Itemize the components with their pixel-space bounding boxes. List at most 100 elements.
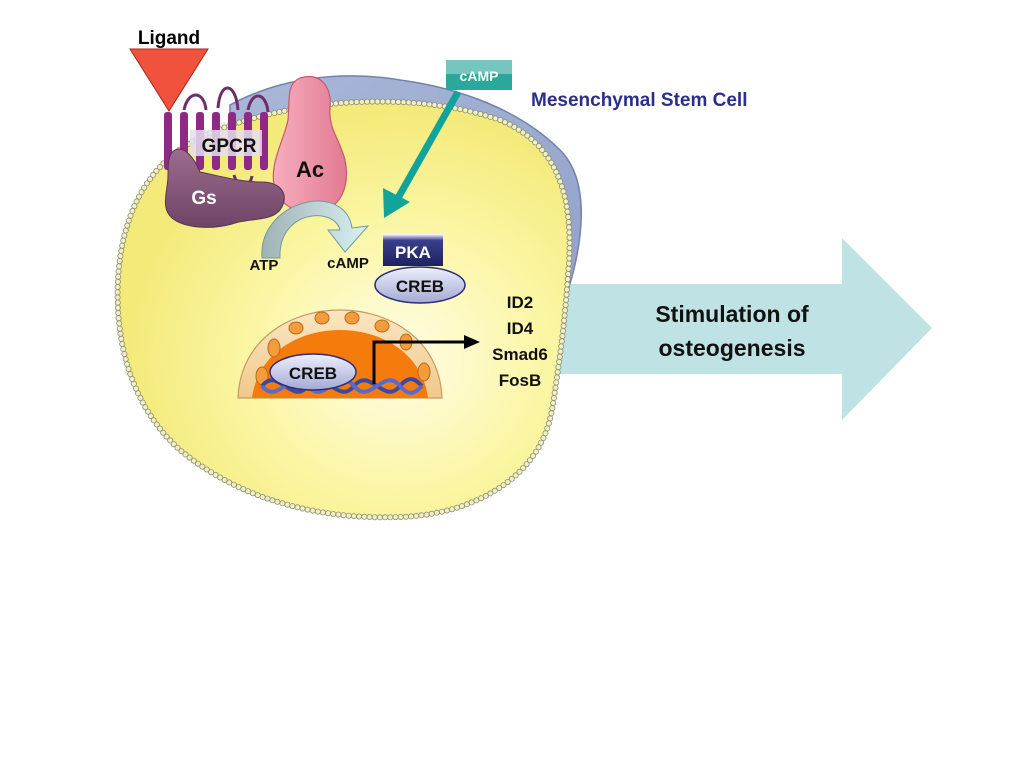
membrane-bead	[361, 513, 368, 520]
membrane-bead	[410, 99, 417, 106]
membrane-bead	[532, 448, 539, 455]
membrane-bead	[114, 294, 121, 301]
membrane-bead	[564, 281, 571, 288]
membrane-bead	[182, 451, 189, 458]
membrane-bead	[512, 472, 519, 479]
membrane-bead	[554, 374, 561, 381]
membrane-bead	[150, 417, 157, 424]
membrane-bead	[369, 98, 376, 105]
membrane-bead	[186, 454, 193, 461]
membrane-bead	[271, 110, 278, 117]
membrane-bead	[114, 283, 121, 290]
membrane-bead	[137, 394, 144, 401]
membrane-bead	[523, 461, 530, 468]
membrane-bead	[477, 111, 484, 118]
membrane-bead	[115, 268, 122, 275]
external-camp-label: cAMP	[460, 68, 499, 84]
membrane-bead	[116, 325, 123, 332]
membrane-bead	[397, 514, 404, 521]
cell-title: Mesenchymal Stem Cell	[531, 90, 747, 111]
ligand-label: Ligand	[138, 28, 200, 49]
membrane-bead	[547, 415, 554, 422]
membrane-bead	[560, 322, 567, 329]
membrane-bead	[118, 335, 125, 342]
membrane-bead	[114, 304, 121, 311]
membrane-bead	[269, 497, 276, 504]
membrane-bead	[561, 312, 568, 319]
membrane-bead	[115, 273, 122, 280]
membrane-bead	[552, 384, 559, 391]
membrane-bead	[122, 356, 129, 363]
membrane-bead	[115, 309, 122, 316]
membrane-bead	[482, 112, 489, 119]
membrane-bead	[358, 98, 365, 105]
membrane-bead	[340, 512, 347, 519]
atp-to-camp-arrow	[261, 200, 370, 259]
membrane-bead	[557, 178, 564, 185]
membrane-bead	[544, 425, 551, 432]
membrane-bead	[356, 513, 363, 520]
membrane-bead	[264, 495, 271, 502]
membrane-bead	[366, 514, 373, 521]
membrane-bead	[141, 184, 148, 191]
membrane-bead	[114, 289, 121, 296]
membrane-bead	[133, 198, 140, 205]
membrane-bead	[463, 501, 470, 508]
membrane-bead	[114, 278, 121, 285]
membrane-bead	[542, 151, 549, 158]
membrane-bead	[532, 139, 539, 146]
membrane-bead	[146, 176, 153, 183]
membrane-bead	[392, 514, 399, 521]
membrane-bead	[487, 490, 494, 497]
membrane-bead	[387, 514, 394, 521]
membrane-bead	[566, 250, 573, 257]
membrane-bead	[335, 511, 342, 518]
membrane-bead	[508, 475, 515, 482]
membrane-bead	[245, 488, 252, 495]
membrane-bead	[551, 389, 558, 396]
membrane-bead	[156, 164, 163, 171]
membrane-bead	[348, 99, 355, 106]
outcome-line-1: Stimulation of	[655, 301, 809, 327]
membrane-bead	[119, 242, 126, 249]
membrane-bead	[563, 296, 570, 303]
gene-id2: ID2	[507, 293, 533, 312]
membrane-bead	[516, 468, 523, 475]
external-camp-box	[446, 60, 512, 90]
membrane-bead	[423, 511, 430, 518]
membrane-bead	[548, 410, 555, 417]
membrane-bead	[122, 227, 129, 234]
membrane-bead	[147, 412, 154, 419]
membrane-bead	[561, 317, 568, 324]
membrane-bead	[561, 193, 568, 200]
membrane-bead	[212, 471, 219, 478]
membrane-bead	[274, 498, 281, 505]
membrane-bead	[413, 512, 420, 519]
membrane-bead	[562, 302, 569, 309]
membrane-bead	[550, 394, 557, 401]
camp-label: cAMP	[327, 255, 369, 272]
creb-label: CREB	[396, 277, 444, 296]
membrane-bead	[506, 121, 513, 128]
membrane-bead	[119, 340, 126, 347]
membrane-bead	[309, 507, 316, 514]
ac-label: Ac	[296, 157, 324, 182]
membrane-bead	[462, 107, 469, 114]
membrane-bead	[564, 208, 571, 215]
membrane-bead	[472, 109, 479, 116]
membrane-bead	[374, 98, 381, 105]
membrane-bead	[129, 375, 136, 382]
membrane-bead	[116, 263, 123, 270]
membrane-bead	[482, 492, 489, 499]
membrane-bead	[190, 457, 197, 464]
gpcr-label: GPCR	[202, 136, 257, 157]
pka-label: PKA	[395, 243, 431, 262]
membrane-bead	[156, 425, 163, 432]
membrane-bead	[565, 213, 572, 220]
membrane-bead	[251, 115, 258, 122]
membrane-bead	[319, 509, 326, 516]
membrane-bead	[565, 265, 572, 272]
membrane-bead	[353, 99, 360, 106]
ligand-triangle	[129, 48, 209, 112]
